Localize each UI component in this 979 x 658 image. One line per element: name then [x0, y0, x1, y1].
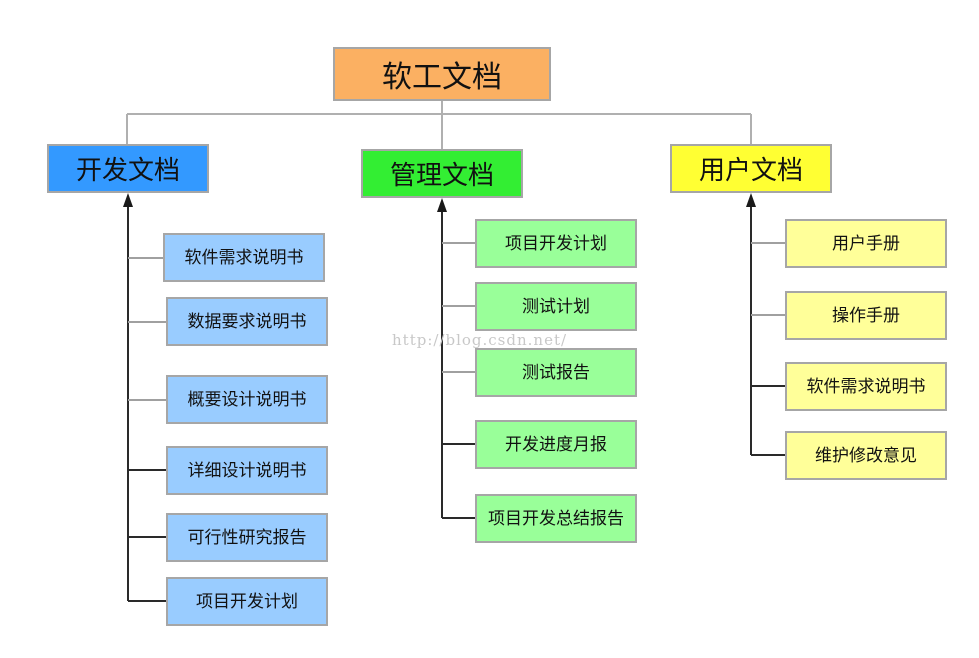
watermark-text: http://blog.csdn.net/ [392, 331, 568, 349]
management-doc-item: 项目开发总结报告 [475, 494, 637, 543]
management-doc-item: 测试计划 [475, 282, 637, 331]
dev-doc-item: 项目开发计划 [166, 577, 328, 626]
user-doc-item: 维护修改意见 [785, 431, 947, 480]
user-doc-item: 软件需求说明书 [785, 362, 947, 411]
dev-doc-item: 详细设计说明书 [166, 446, 328, 495]
arrow-head [437, 198, 447, 212]
category-node-user-docs: 用户文档 [670, 144, 832, 193]
arrow-head [123, 193, 133, 207]
management-doc-item: 项目开发计划 [475, 219, 637, 268]
root-node: 软工文档 [333, 47, 551, 101]
user-doc-item: 操作手册 [785, 291, 947, 340]
management-doc-item: 开发进度月报 [475, 420, 637, 469]
arrow-head [746, 193, 756, 207]
category-node-management-docs: 管理文档 [361, 149, 523, 198]
dev-doc-item: 数据要求说明书 [166, 297, 328, 346]
user-doc-item: 用户手册 [785, 219, 947, 268]
management-doc-item: 测试报告 [475, 348, 637, 397]
category-node-dev-docs: 开发文档 [47, 144, 209, 193]
dev-doc-item: 概要设计说明书 [166, 375, 328, 424]
dev-doc-item: 软件需求说明书 [163, 233, 325, 282]
dev-doc-item: 可行性研究报告 [166, 513, 328, 562]
